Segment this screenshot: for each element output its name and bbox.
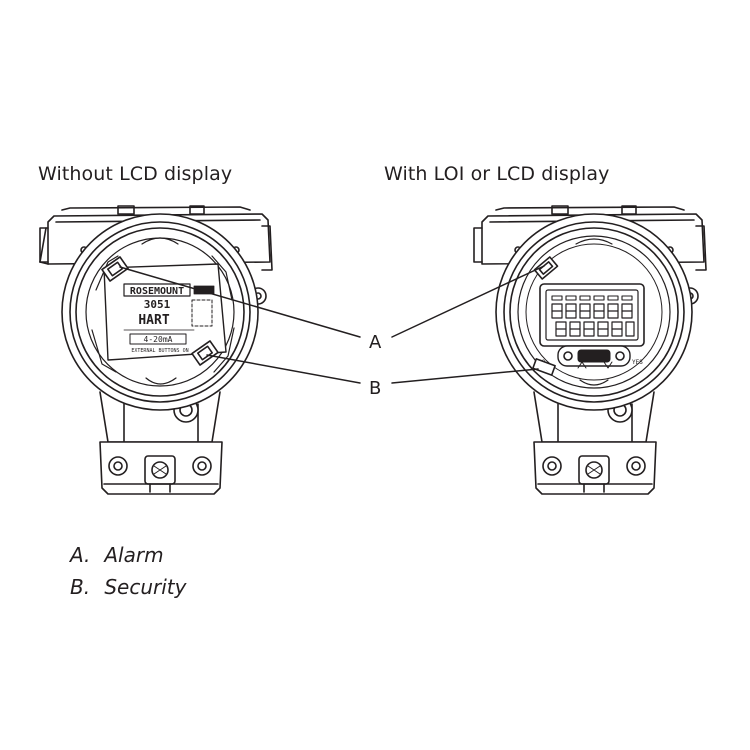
external-buttons-label: EXTERNAL BUTTONS ON (131, 348, 188, 354)
security-switch-left (191, 340, 219, 366)
callout-b: B (369, 378, 381, 399)
leader-b-left (206, 354, 361, 384)
legend-key: B. (70, 575, 91, 599)
heading-without-lcd: Without LCD display (38, 163, 233, 185)
protocol-label: HART (138, 313, 169, 328)
transmitter-without-lcd: ROSEMOUNT 3051 HART 4-20mA EXTERNAL BUTT… (39, 205, 273, 495)
heading-with-lcd: With LOI or LCD display (384, 163, 610, 185)
legend-label: Alarm (104, 543, 164, 567)
legend-label: Security (104, 575, 187, 599)
lcd-label-yes: YES (632, 359, 643, 366)
leader-a-right (391, 265, 545, 338)
legend-item-security: B. Security (70, 575, 187, 599)
process-connector-right (533, 441, 657, 495)
brand-label: ROSEMOUNT (130, 286, 184, 297)
signal-label: 4-20mA (144, 335, 173, 344)
leader-b-right (391, 368, 539, 384)
legend-key: A. (70, 543, 91, 567)
process-connector-left (99, 441, 223, 495)
lcd-display-module (539, 283, 645, 367)
security-switch-right (532, 358, 556, 376)
callout-a: A (369, 332, 382, 353)
transmitter-with-lcd: NO YES (473, 205, 707, 495)
alarm-switch-left (101, 256, 129, 282)
legend-item-alarm: A. Alarm (70, 543, 164, 567)
model-label: 3051 (144, 298, 171, 311)
callout-lines (119, 265, 545, 384)
leader-a-left (119, 266, 361, 338)
